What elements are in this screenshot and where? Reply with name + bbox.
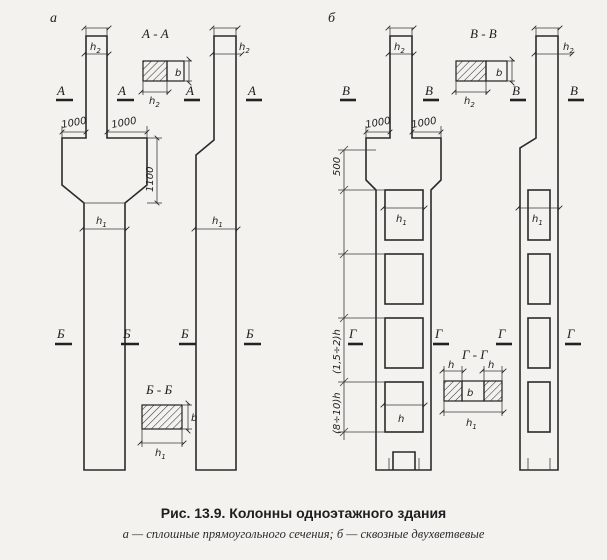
dim-1000-right-a: 1000 [111, 116, 138, 131]
section-gg-hatch-left [443, 380, 463, 402]
svg-text:Б: Б [180, 326, 189, 341]
column-a1-outline [61, 35, 148, 471]
section-bb-title: Б - Б [145, 382, 172, 397]
panel-b-label: б [328, 11, 336, 26]
column-b2-opening-4 [527, 381, 551, 433]
figure-caption-title: Рис. 13.9. Колонны одноэтажного здания [160, 505, 447, 521]
svg-text:h1: h1 [466, 418, 477, 431]
section-vv-title: В - В [470, 26, 497, 41]
column-b2-opening-1 [527, 189, 551, 241]
svg-text:А: А [117, 83, 126, 98]
svg-text:Б: Б [245, 326, 254, 341]
dim-500: 500 [332, 157, 343, 176]
cut-mark-B-left: Б [56, 326, 65, 341]
svg-text:h1: h1 [396, 214, 407, 227]
svg-text:Г: Г [566, 326, 575, 341]
column-b2-opening-2 [527, 253, 551, 305]
section-vv-b: b [496, 68, 502, 79]
svg-text:В: В [570, 83, 578, 98]
svg-text:В: В [425, 83, 433, 98]
svg-text:h2: h2 [149, 96, 160, 109]
column-b1-opening-2 [384, 253, 424, 305]
svg-text:А: А [247, 83, 256, 98]
column-a2-outline [195, 35, 237, 471]
svg-text:А: А [185, 83, 194, 98]
svg-text:Б: Б [122, 326, 131, 341]
column-b1-opening-1 [384, 189, 424, 241]
column-b2-opening-3 [527, 317, 551, 369]
svg-text:В: В [512, 83, 520, 98]
column-b1-opening-3 [384, 317, 424, 369]
svg-text:h2: h2 [563, 42, 574, 55]
cut-mark-G-left: Г [348, 326, 357, 341]
cut-mark-V-left: В [342, 83, 350, 98]
dim-span-1-5-2h: (1,5÷2)h [332, 329, 343, 374]
svg-text:Г: Г [497, 326, 506, 341]
dim-1100: 1100 [145, 167, 156, 192]
svg-text:h2: h2 [464, 96, 475, 109]
section-aa-hatch [142, 60, 168, 82]
dim-1000-right-b: 1000 [411, 116, 438, 131]
svg-text:h: h [398, 414, 404, 425]
figure-caption-subtitle: а — сплошные прямоугольного сечения; б —… [122, 527, 485, 541]
svg-text:h2: h2 [90, 42, 101, 55]
section-bb-b: b [191, 413, 197, 424]
svg-text:h1: h1 [212, 216, 223, 229]
dim-1000-left-a: 1000 [61, 116, 88, 131]
panel-a-label: а [50, 11, 57, 26]
svg-text:h2: h2 [394, 42, 405, 55]
cut-mark-A-left: А [56, 83, 65, 98]
column-drawing: а h2 1000 1000 1100 h1 А А Б Б А - А b h… [50, 11, 584, 471]
svg-text:h1: h1 [96, 216, 107, 229]
svg-text:Г: Г [434, 326, 443, 341]
section-vv-hatch [455, 60, 487, 82]
dim-span-8-10h: (8÷10)h [332, 392, 343, 434]
section-bb-hatch [141, 404, 183, 430]
section-gg-b: b [467, 388, 473, 399]
section-gg-hatch-right [483, 380, 503, 402]
section-aa-title: А - А [141, 26, 169, 41]
svg-text:h2: h2 [239, 42, 250, 55]
svg-text:h1: h1 [155, 448, 166, 461]
section-aa-b: b [175, 68, 181, 79]
section-gg-h-right: h [488, 360, 494, 371]
section-gg-title: Г - Г [461, 347, 488, 362]
section-gg-h-left: h [448, 360, 454, 371]
svg-text:h1: h1 [532, 214, 543, 227]
dim-1000-left-b: 1000 [365, 116, 392, 131]
